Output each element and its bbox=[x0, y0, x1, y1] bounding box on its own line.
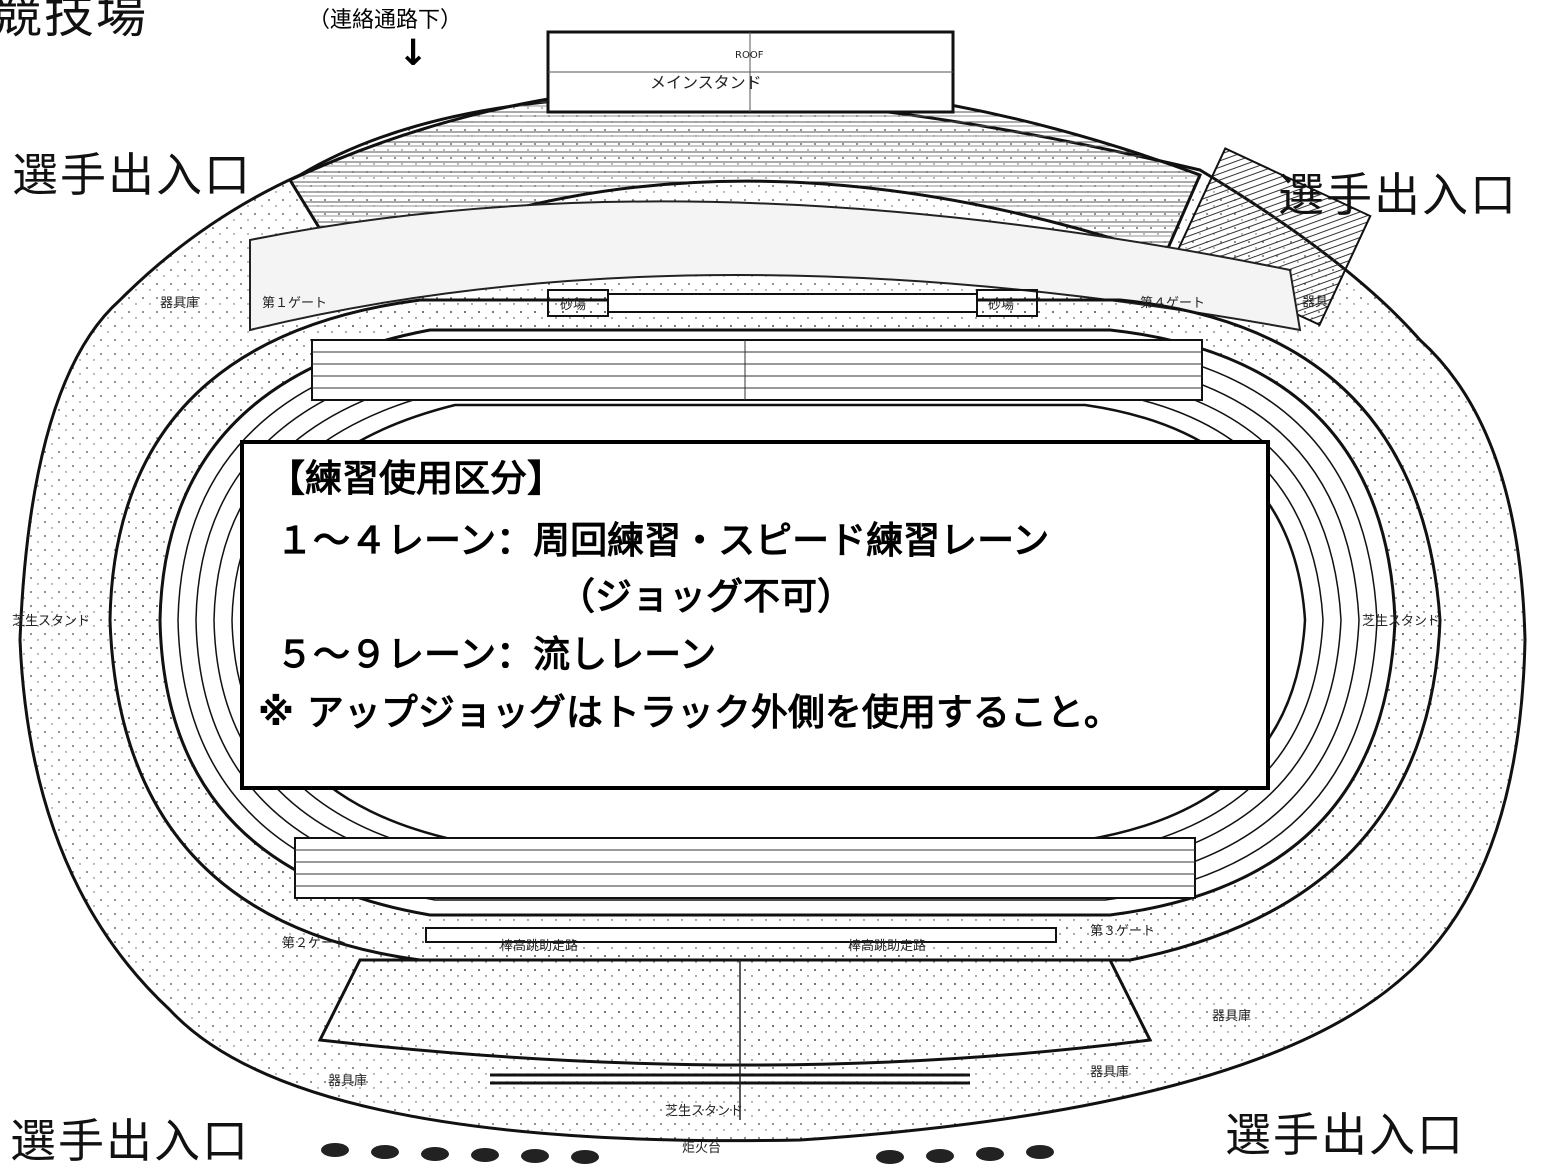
entrance-top-right: 選手出入口 bbox=[1278, 168, 1518, 222]
gate-3-label: 第３ゲート bbox=[1090, 924, 1155, 939]
usage-line-lanes-5-9: ５～９レーン：流しレーン bbox=[276, 633, 717, 676]
lawn-stand-left-label: 芝生スタンド bbox=[12, 613, 90, 629]
practice-usage-box: 【練習使用区分】 １～４レーン：周回練習・スピード練習レーン （ジョッグ不可） … bbox=[240, 440, 1270, 790]
entrance-top-left: 選手出入口 bbox=[12, 148, 252, 202]
storage-sw-inner-label: 器具庫 bbox=[328, 1074, 367, 1089]
lawn-stand-bottom-label: 芝生スタンド bbox=[665, 1103, 743, 1119]
sand-pit-right-label: 砂場 bbox=[988, 298, 1014, 313]
roof-label: ROOF bbox=[735, 50, 764, 61]
gate-4-label: 第４ゲート bbox=[1140, 296, 1205, 311]
sand-pit-left-label: 砂場 bbox=[560, 298, 586, 313]
gate-2-label: 第２ゲート bbox=[282, 936, 347, 951]
sand-pit-right bbox=[976, 289, 1038, 317]
back-stand-block bbox=[317, 958, 1153, 1067]
usage-line-no-jog: （ジョッグ不可） bbox=[558, 575, 854, 618]
usage-line-lanes-1-4: １～４レーン：周回練習・スピード練習レーン bbox=[276, 519, 1050, 562]
gate-1-label: 第１ゲート bbox=[262, 296, 327, 311]
home-straight bbox=[311, 339, 1203, 401]
storage-se-label: 器具庫 bbox=[1212, 1009, 1251, 1024]
bottom-scallops bbox=[321, 1143, 1054, 1164]
storage-nw-label: 器具庫 bbox=[160, 296, 199, 311]
usage-heading: 【練習使用区分】 bbox=[268, 457, 564, 500]
runway-right-label: 棒高跳助走路 bbox=[848, 938, 926, 954]
runway-left-label: 棒高跳助走路 bbox=[500, 938, 578, 954]
down-arrow-icon: ↓ bbox=[398, 33, 429, 74]
title-fragment: 競技場 bbox=[0, 0, 148, 44]
storage-ne-label: 器具 bbox=[1302, 295, 1328, 310]
pole-vault-runway bbox=[425, 927, 1057, 943]
connector-note: （連絡通路下） bbox=[308, 8, 463, 33]
main-stand-label: メインスタンド bbox=[650, 73, 762, 92]
back-straight bbox=[294, 837, 1196, 899]
entrance-bottom-right: 選手出入口 bbox=[1225, 1108, 1465, 1162]
usage-line-warmup-note: ※ アップジョッグはトラック外側を使用すること。 bbox=[258, 691, 1121, 734]
storage-se-inner-label: 器具庫 bbox=[1090, 1065, 1129, 1080]
torch-stand-label: 炬火台 bbox=[682, 1141, 721, 1156]
lawn-stand-right-label: 芝生スタンド bbox=[1362, 613, 1440, 629]
entrance-bottom-left: 選手出入口 bbox=[10, 1114, 250, 1168]
